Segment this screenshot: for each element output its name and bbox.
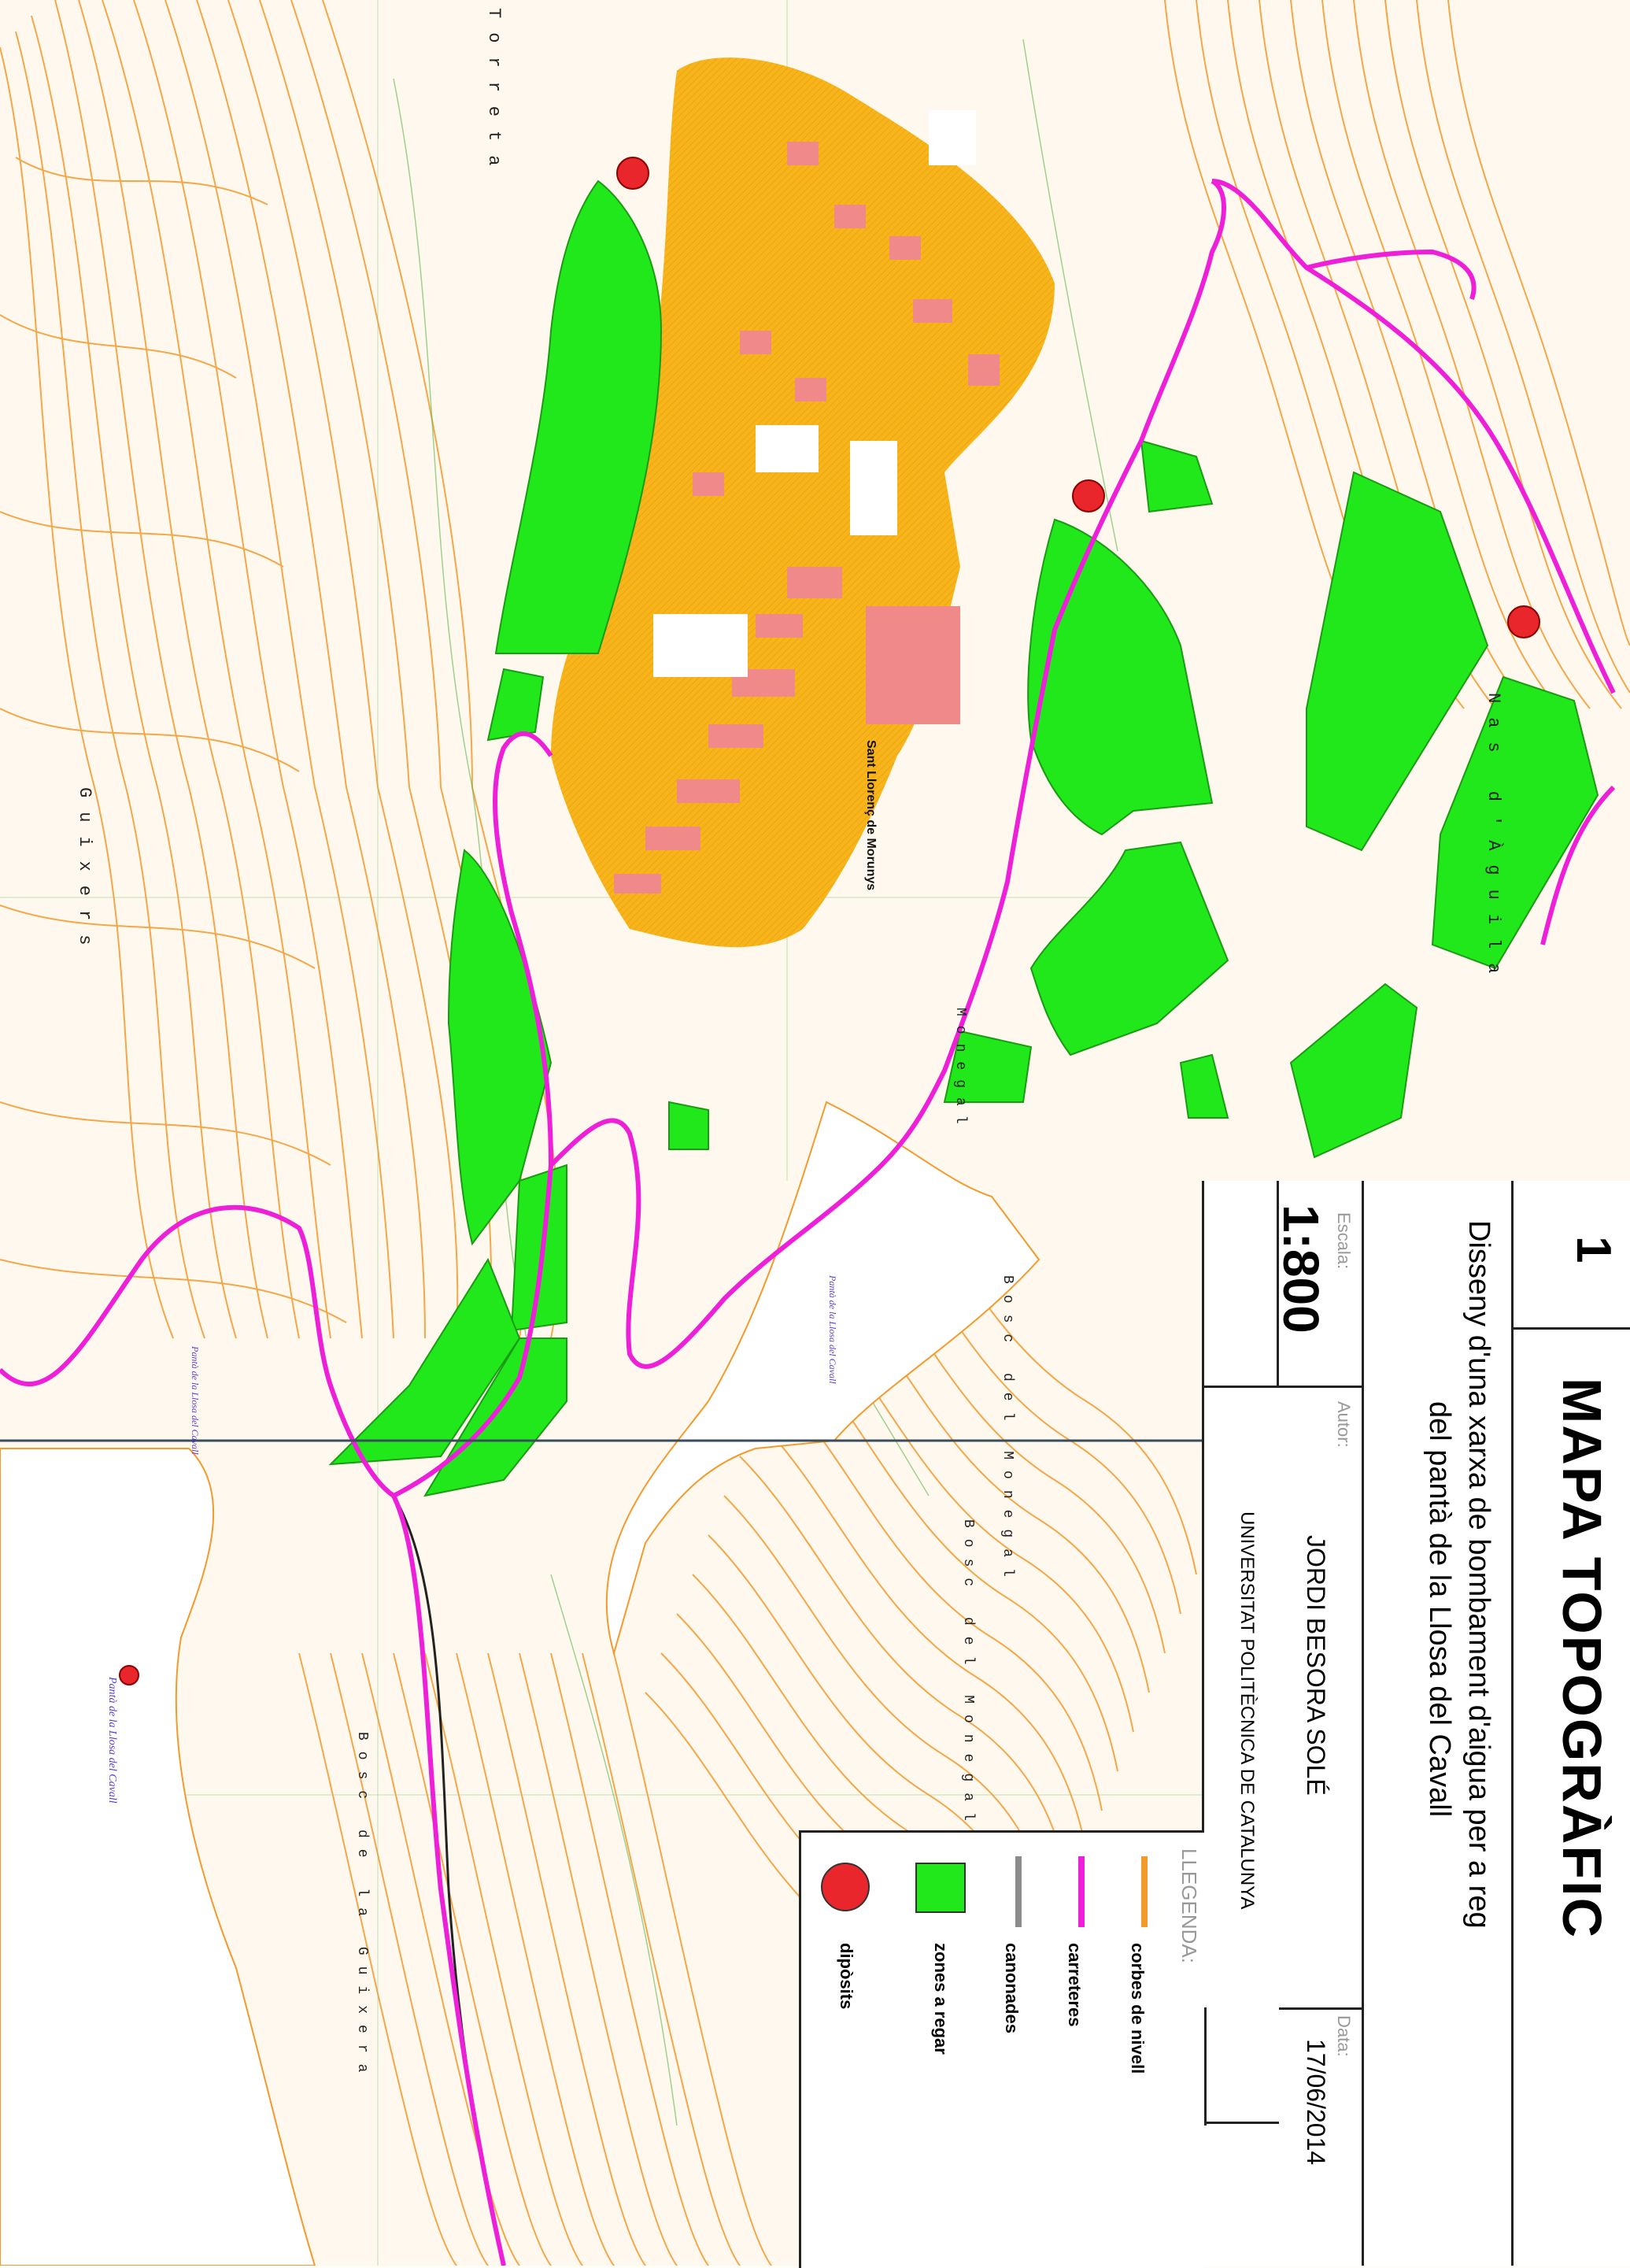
label-reservoir-note-1: Pantà de la Llosa del Cavall bbox=[190, 1346, 201, 1455]
author-label: Autor: bbox=[1334, 1401, 1354, 1448]
scale-label: Escala: bbox=[1334, 1212, 1354, 1270]
label-bosc-guixera: Bosc de la Guixera bbox=[354, 1732, 370, 2084]
label-reservoir: Pantà de la Llosa del Cavall bbox=[106, 1677, 118, 1804]
legend-heading: LLEGENDA: bbox=[1177, 1848, 1201, 1963]
legend-irrigation-label: zones a regar bbox=[931, 1943, 951, 2055]
water-tanks bbox=[119, 157, 1540, 1685]
legend-irrigation-swatch bbox=[915, 1863, 966, 1913]
legend-contour-swatch bbox=[1141, 1856, 1148, 1927]
legend-pipe-label: canonades bbox=[1002, 1943, 1022, 2033]
legend-pipe-swatch bbox=[1015, 1856, 1022, 1927]
label-reservoir-note-2: Pantà de la Llosa del Cavall bbox=[827, 1275, 838, 1384]
urban-area bbox=[551, 57, 1055, 948]
date-label: Data: bbox=[1334, 2015, 1354, 2057]
date-value: 17/06/2014 bbox=[1302, 2039, 1330, 2166]
label-guixers: Guixers bbox=[75, 787, 94, 960]
map-title: MAPA TOPOGRÀFIC bbox=[1551, 1378, 1613, 1940]
roads bbox=[0, 179, 1616, 2266]
reservoir-water-east bbox=[605, 1101, 1040, 1656]
project-line-2: del pantà de la Llosa del Cavall bbox=[1423, 1401, 1456, 1818]
sheet-number: 1 bbox=[1566, 1236, 1621, 1263]
project-line-1: Disseny d'una xarxa de bombament d'aigua… bbox=[1462, 1220, 1495, 1929]
legend-road-label: carreteres bbox=[1065, 1943, 1085, 2027]
label-bosc-monegal-2: Bosc del Monegal bbox=[960, 1519, 976, 1832]
irrigation-zones bbox=[328, 179, 1599, 1497]
label-bosc-monegal-1: Bosc del Monegal bbox=[1000, 1275, 1015, 1588]
legend-road-swatch bbox=[1078, 1856, 1085, 1927]
institution: UNIVERSITAT POLITÈCNICA DE CATALUNYA bbox=[1236, 1511, 1258, 1910]
legend-contour-label: corbes de nivell bbox=[1128, 1943, 1148, 2074]
reservoir-water bbox=[0, 1448, 316, 2266]
title-block: 1 MAPA TOPOGRÀFIC Disseny d'una xarxa de… bbox=[1202, 1181, 1630, 2266]
label-monegal: Monegal bbox=[952, 1008, 968, 1134]
label-torreta: Torreta bbox=[484, 8, 504, 180]
legend-tank-swatch bbox=[821, 1863, 870, 1911]
author-value: JORDI BESORA SOLÉ bbox=[1302, 1535, 1330, 1796]
label-town: Sant Llorenç de Morunys bbox=[864, 740, 878, 891]
legend: LLEGENDA: corbes de nivell carreteres ca… bbox=[799, 1830, 1204, 2268]
legend-tank-label: dipòsits bbox=[837, 1943, 856, 2010]
scale-value: 1:800 bbox=[1273, 1204, 1329, 1334]
label-nas-aguila: Nas d'Àguila bbox=[1484, 693, 1503, 988]
